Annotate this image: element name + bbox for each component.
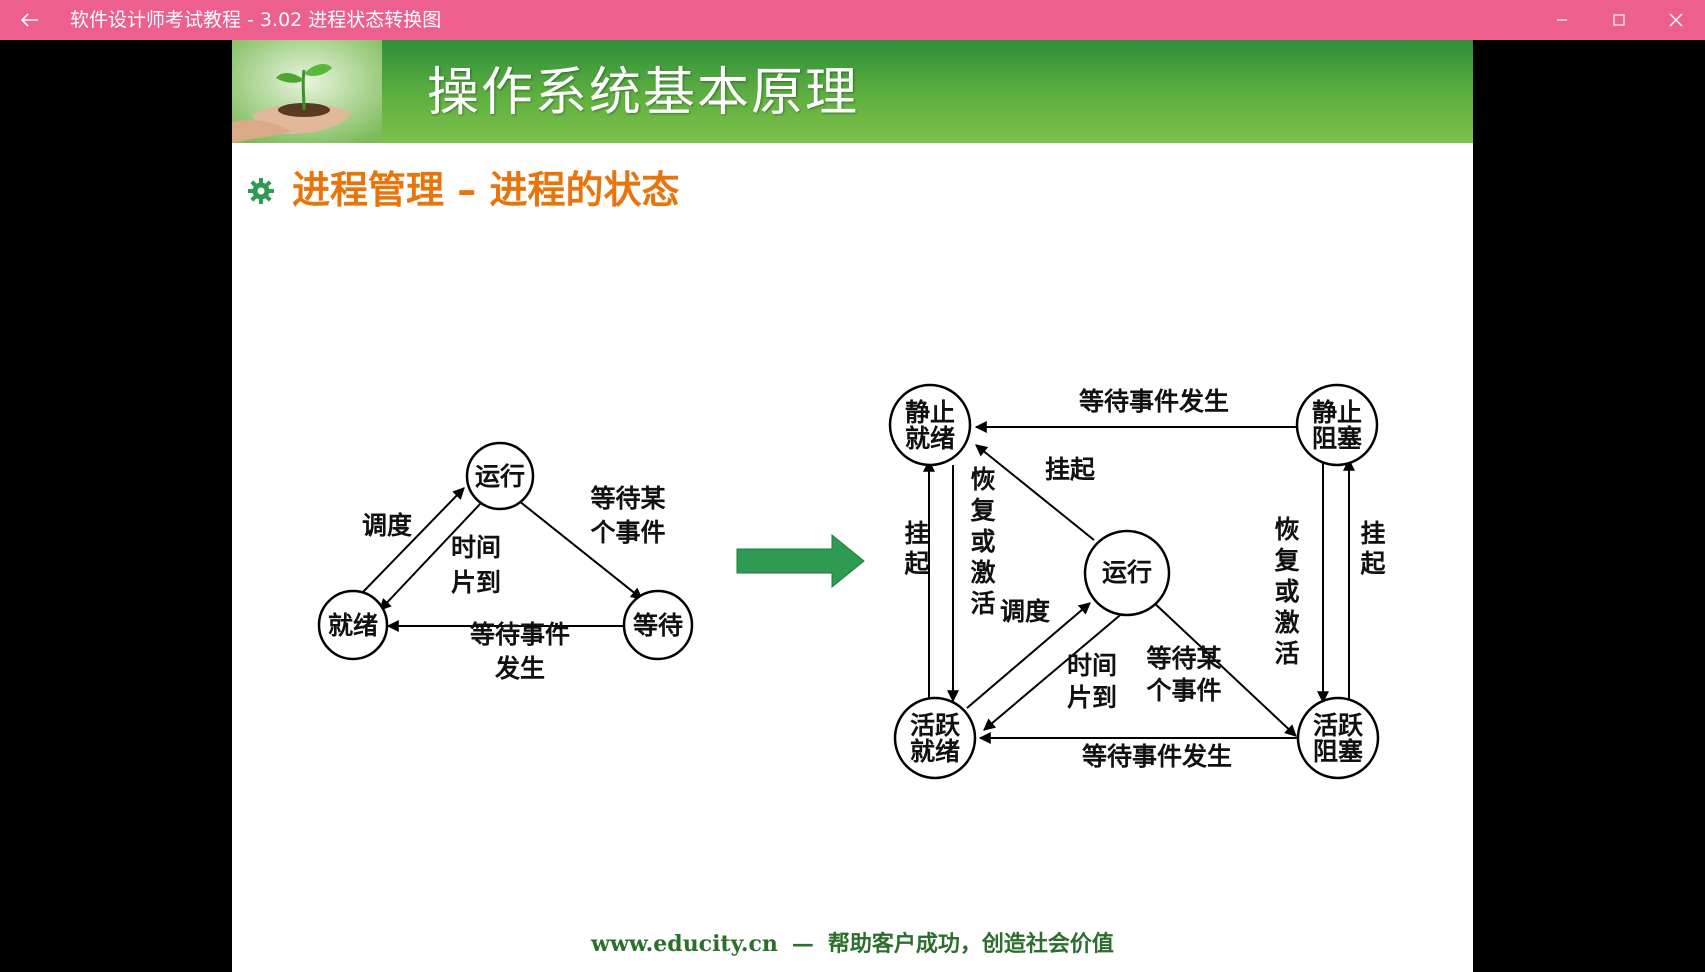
node-running-right xyxy=(1083,529,1171,617)
label-resume-right-4: 激 xyxy=(1274,608,1299,637)
label-timeslice-right-line1: 时间 xyxy=(1067,651,1117,680)
node-running xyxy=(465,441,535,511)
arrow-left-icon xyxy=(21,13,38,27)
minimize-button[interactable] xyxy=(1534,0,1590,40)
close-icon xyxy=(1669,13,1683,27)
node-label-ready: 就绪 xyxy=(328,611,378,640)
label-wait-event-line1: 等待某 xyxy=(590,484,665,513)
right-state-diagram: 静止 就绪 静止 阻塞 运行 活跃 就绪 活跃 阻塞 等待事件发生 等待事件发生… xyxy=(888,383,1386,780)
label-timeslice-line1: 时间 xyxy=(451,533,501,562)
label-wait-event-right-line1: 等待某 xyxy=(1146,644,1221,673)
process-state-diagrams: 运行 就绪 等待 调度 时间 片到 等待某 个事件 等待事件 发生 xyxy=(317,383,1386,780)
node-label-static-blocked-line1: 静止 xyxy=(1312,398,1362,427)
label-suspend-right-2: 起 xyxy=(1360,549,1386,578)
close-button[interactable] xyxy=(1648,0,1704,40)
maximize-button[interactable] xyxy=(1591,0,1647,40)
node-static-blocked xyxy=(1295,383,1379,467)
node-label-running: 运行 xyxy=(475,462,525,491)
edge-running-to-ready xyxy=(379,502,482,611)
label-bottom-event: 等待事件发生 xyxy=(1082,742,1232,771)
label-resume-left-2: 复 xyxy=(970,496,996,525)
minimize-icon xyxy=(1557,19,1567,21)
label-suspend-left-2: 起 xyxy=(904,549,930,578)
transition-arrow-icon xyxy=(736,533,865,589)
node-label-active-blocked-line2: 阻塞 xyxy=(1313,737,1363,766)
label-suspend-left-1: 挂 xyxy=(904,519,929,548)
label-event-occurs-line2: 发生 xyxy=(494,654,545,683)
footer-dash: — xyxy=(791,931,814,957)
footer-slogan: 帮助客户成功，创造社会价值 xyxy=(827,931,1114,957)
edge-active-ready-to-running xyxy=(966,602,1091,709)
slide: 操作系统基本原理 进程管理 – 进程的状态 xyxy=(232,40,1473,972)
label-timeslice-line2: 片到 xyxy=(451,568,501,597)
banner-title: 操作系统基本原理 xyxy=(427,63,860,123)
label-top-event: 等待事件发生 xyxy=(1079,387,1229,416)
gear-bullet-icon xyxy=(248,178,274,204)
label-resume-left-5: 活 xyxy=(970,589,995,618)
label-event-occurs-line1: 等待事件 xyxy=(470,620,570,649)
label-timeslice-right-line2: 片到 xyxy=(1067,683,1117,712)
label-schedule: 调度 xyxy=(362,511,412,540)
label-wait-event-right-line2: 个事件 xyxy=(1146,676,1221,705)
slide-footer: www.educity.cn — 帮助客户成功，创造社会价值 xyxy=(232,926,1473,962)
node-label-running-right: 运行 xyxy=(1102,558,1152,587)
node-active-ready xyxy=(893,696,977,780)
node-label-waiting: 等待 xyxy=(633,611,683,640)
edge-running-to-active-blocked xyxy=(1150,599,1297,737)
node-label-active-ready-line1: 活跃 xyxy=(910,711,961,740)
title-bar: 软件设计师考试教程 - 3.02 进程状态转换图 xyxy=(0,0,1705,40)
label-resume-right-3: 或 xyxy=(1274,577,1299,606)
label-resume-right-1: 恢 xyxy=(1274,515,1299,544)
maximize-icon xyxy=(1613,14,1625,26)
node-label-static-blocked-line2: 阻塞 xyxy=(1312,424,1362,453)
label-schedule-right: 调度 xyxy=(1000,597,1050,626)
seedling-in-hand-image xyxy=(232,40,382,143)
slide-banner: 操作系统基本原理 xyxy=(232,40,1473,143)
label-resume-right-5: 活 xyxy=(1274,639,1299,668)
node-ready xyxy=(317,589,389,661)
node-label-active-blocked-line1: 活跃 xyxy=(1313,711,1364,740)
label-resume-right-2: 复 xyxy=(1274,546,1300,575)
label-resume-left-3: 或 xyxy=(970,527,995,556)
edge-running-to-active-ready xyxy=(983,610,1126,731)
node-label-static-ready-line2: 就绪 xyxy=(905,424,955,453)
node-label-static-ready-line1: 静止 xyxy=(905,398,955,427)
node-label-active-ready-line2: 就绪 xyxy=(910,737,960,766)
node-waiting xyxy=(622,589,694,661)
edge-running-to-static-ready xyxy=(975,444,1095,541)
label-suspend-diagonal: 挂起 xyxy=(1045,455,1096,484)
footer-url: www.educity.cn xyxy=(591,931,778,957)
node-static-ready xyxy=(888,383,972,467)
label-resume-left-4: 激 xyxy=(970,558,995,587)
edge-ready-to-running xyxy=(361,487,465,594)
label-suspend-right-1: 挂 xyxy=(1360,519,1385,548)
section-title: 进程管理 – 进程的状态 xyxy=(292,168,680,212)
label-resume-left-1: 恢 xyxy=(970,465,995,494)
back-button[interactable] xyxy=(10,0,50,40)
left-state-diagram: 运行 就绪 等待 调度 时间 片到 等待某 个事件 等待事件 发生 xyxy=(317,441,694,683)
window-title: 软件设计师考试教程 - 3.02 进程状态转换图 xyxy=(70,9,442,31)
node-active-blocked xyxy=(1296,696,1380,780)
label-wait-event-line2: 个事件 xyxy=(590,518,665,547)
